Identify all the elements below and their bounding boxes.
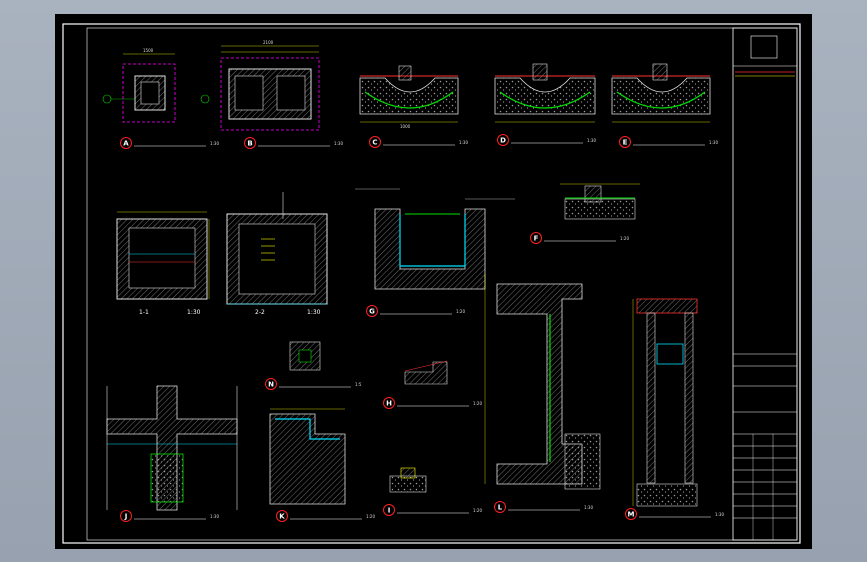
- callout-scale-k: 1:20: [366, 514, 375, 519]
- callout-circle-e: [619, 136, 631, 148]
- callout-letter-f: F: [534, 235, 539, 243]
- pit-1-title: 1-1: [139, 309, 149, 316]
- callout-circle-g: [366, 305, 378, 317]
- detail-n-small: [289, 341, 321, 371]
- pit-section-2: 2-2 1:30: [226, 192, 328, 316]
- detail-k-section: [269, 408, 346, 505]
- callout-letter-e: E: [623, 139, 628, 147]
- callout-circle-c: [369, 136, 381, 148]
- callout-circle-d: [497, 134, 509, 146]
- callout-circle-f: [530, 232, 542, 244]
- callout-letter-g: G: [369, 308, 375, 316]
- callout-scale-d: 1:30: [587, 138, 596, 143]
- detail-a-plan: 1500: [102, 48, 176, 123]
- callout-circle-k: [276, 510, 288, 522]
- callout-scale-b: 1:30: [334, 141, 343, 146]
- callout-scale-m: 1:30: [715, 512, 724, 517]
- callout-scale-l: 1:30: [584, 505, 593, 510]
- callout-circle-j: [120, 510, 132, 522]
- callout-circle-m: [625, 508, 637, 520]
- detail-i-small: [389, 467, 427, 493]
- callout-scale-f: 1:20: [620, 236, 629, 241]
- callout-letter-a: A: [123, 140, 129, 148]
- callout-letter-j: J: [124, 513, 128, 521]
- callout-letter-c: C: [372, 139, 377, 147]
- callout-letter-i: I: [388, 507, 391, 515]
- callout-scale-i: 1:20: [473, 508, 482, 513]
- callout-scale-n: 1:5: [355, 382, 362, 387]
- callout-scale-e: 1:30: [709, 140, 718, 145]
- pit-1-scale: 1:30: [187, 309, 201, 316]
- dim-c-width: 1000: [400, 124, 411, 129]
- detail-h-small: [404, 360, 448, 385]
- detail-f-section: [560, 183, 640, 220]
- pit-section-1: 1-1 1:30: [116, 211, 210, 316]
- detail-g-section: [355, 188, 515, 290]
- dim-b-width: 2100: [263, 40, 274, 45]
- pit-2-title: 2-2: [255, 309, 265, 316]
- callout-scale-j: 1:30: [210, 514, 219, 519]
- callout-scale-g: 1:20: [456, 309, 465, 314]
- callout-circle-h: [383, 397, 395, 409]
- detail-j-section: [106, 385, 238, 511]
- callout-letter-k: K: [279, 513, 285, 521]
- callout-letter-l: L: [498, 504, 503, 512]
- callout-scale-a: 1:30: [210, 141, 219, 146]
- pit-2-scale: 1:30: [307, 309, 321, 316]
- detail-b-plan: 2100: [200, 40, 320, 131]
- detail-m-section: [632, 298, 698, 507]
- drawing-sheet: 1500 2100 1000: [55, 14, 812, 549]
- detail-c-section: 1000: [359, 65, 459, 129]
- callout-letter-h: H: [386, 400, 392, 408]
- sheet-border: [62, 23, 801, 544]
- detail-e-section: [611, 63, 711, 123]
- callout-letter-n: N: [268, 381, 274, 389]
- callout-circle-a: [120, 137, 132, 149]
- callout-circle-n: [265, 378, 277, 390]
- callout-letter-m: M: [628, 511, 635, 519]
- callout-scale-c: 1:30: [459, 140, 468, 145]
- callout-letter-d: D: [500, 137, 506, 145]
- callout-circle-b: [244, 137, 256, 149]
- detail-l-section: [484, 274, 601, 490]
- title-block: [732, 27, 798, 541]
- callout-circle-i: [383, 504, 395, 516]
- dim-a-width: 1500: [143, 48, 154, 53]
- cad-drawing: 1500 2100 1000: [62, 23, 801, 544]
- callout-scale-h: 1:20: [473, 401, 482, 406]
- callout-letter-b: B: [247, 140, 252, 148]
- detail-d-section: [494, 63, 596, 123]
- callout-circle-l: [494, 501, 506, 513]
